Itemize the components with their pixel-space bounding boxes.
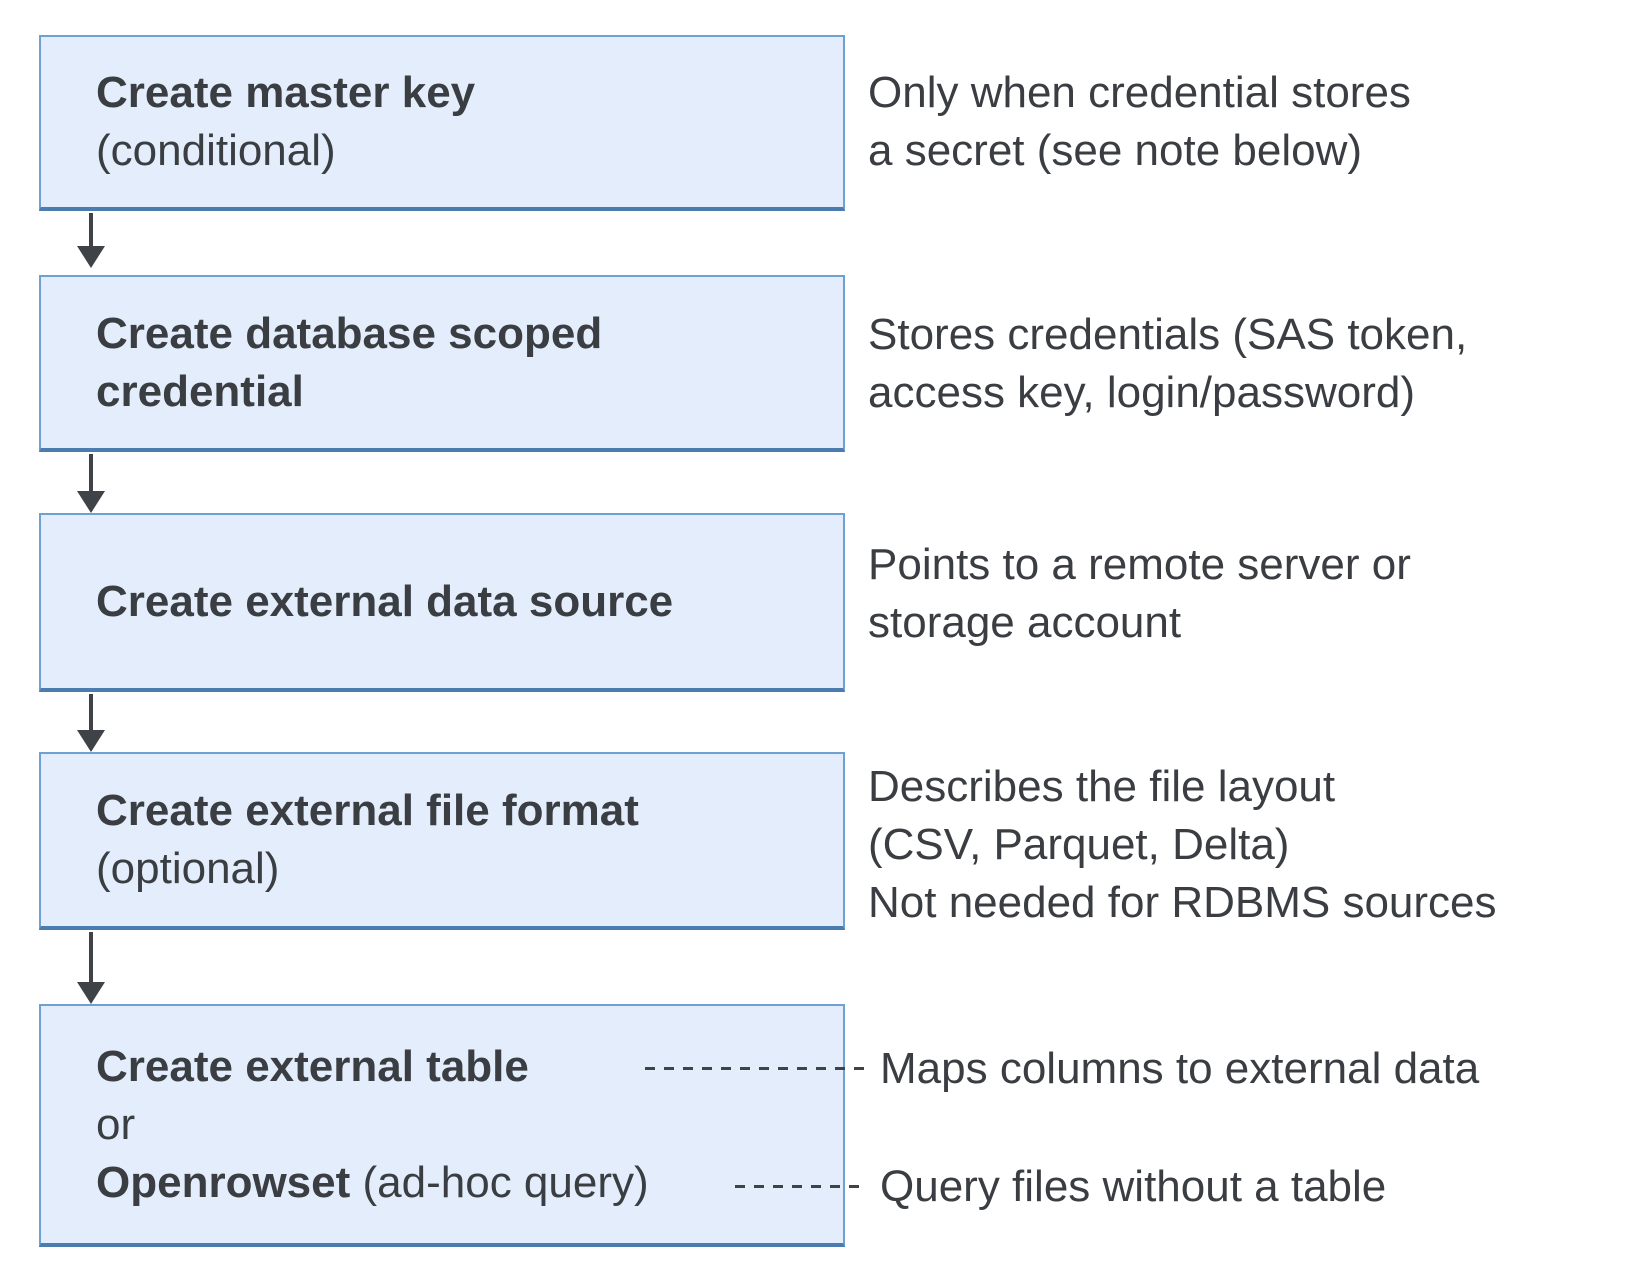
step-title: Create master key (96, 68, 476, 117)
annotation-line: Only when credential stores (868, 68, 1411, 117)
annotation-external-data-source: Points to a remote server or storage acc… (868, 536, 1411, 652)
adhoc-query-label: (ad-hoc query) (350, 1157, 649, 1207)
annotation-line: Not needed for RDBMS sources (868, 878, 1497, 927)
flow-arrow-down-icon (77, 454, 105, 513)
annotation-database-scoped-credential: Stores credentials (SAS token, access ke… (868, 306, 1467, 422)
arrow-head (77, 491, 105, 513)
arrow-shaft (89, 694, 93, 736)
annotation-line: Query files without a table (880, 1162, 1387, 1211)
step-subtitle: (conditional) (96, 126, 336, 175)
step-title-openrowset: Openrowset (ad-hoc query) (96, 1154, 843, 1212)
step-box-create-master-key: Create master key (conditional) (39, 35, 845, 211)
step-title: Create external data source (96, 576, 674, 626)
annotation-line: (CSV, Parquet, Delta) (868, 820, 1290, 869)
annotation-external-table: Maps columns to external data (880, 1040, 1479, 1098)
step-title: Create external file format (96, 786, 639, 835)
arrow-head (77, 246, 105, 268)
annotation-line: Points to a remote server or (868, 540, 1411, 589)
annotation-external-file-format: Describes the file layout (CSV, Parquet,… (868, 758, 1497, 932)
annotation-line: a secret (see note below) (868, 126, 1363, 175)
arrow-shaft (89, 932, 93, 988)
annotation-line: access key, login/password) (868, 368, 1415, 417)
dashed-connector-external-table (645, 1067, 865, 1070)
step-or-label: or (96, 1099, 136, 1149)
annotation-openrowset: Query files without a table (880, 1158, 1386, 1216)
annotation-line: Stores credentials (SAS token, (868, 310, 1468, 359)
step-box-create-external-data-source: Create external data source (39, 513, 845, 692)
annotation-line: Maps columns to external data (880, 1044, 1480, 1093)
arrow-head (77, 982, 105, 1004)
step-title: Create database scoped credential (96, 308, 603, 416)
step-subtitle: (optional) (96, 844, 280, 893)
arrow-shaft (89, 454, 93, 497)
dashed-connector-openrowset (735, 1185, 865, 1188)
annotation-line: storage account (868, 598, 1182, 647)
step-title-external-table: Create external table (96, 1041, 529, 1091)
flow-arrow-down-icon (77, 932, 105, 1004)
openrowset-label: Openrowset (96, 1157, 351, 1207)
flow-arrow-down-icon (77, 694, 105, 752)
arrow-shaft (89, 213, 93, 252)
annotation-line: Describes the file layout (868, 762, 1336, 811)
step-box-create-external-file-format: Create external file format (optional) (39, 752, 845, 930)
flow-arrow-down-icon (77, 213, 105, 268)
arrow-head (77, 730, 105, 752)
annotation-master-key: Only when credential stores a secret (se… (868, 64, 1411, 180)
step-box-create-external-table-or-openrowset: Create external table or Openrowset (ad-… (39, 1004, 845, 1247)
step-box-create-database-scoped-credential: Create database scoped credential (39, 275, 845, 452)
